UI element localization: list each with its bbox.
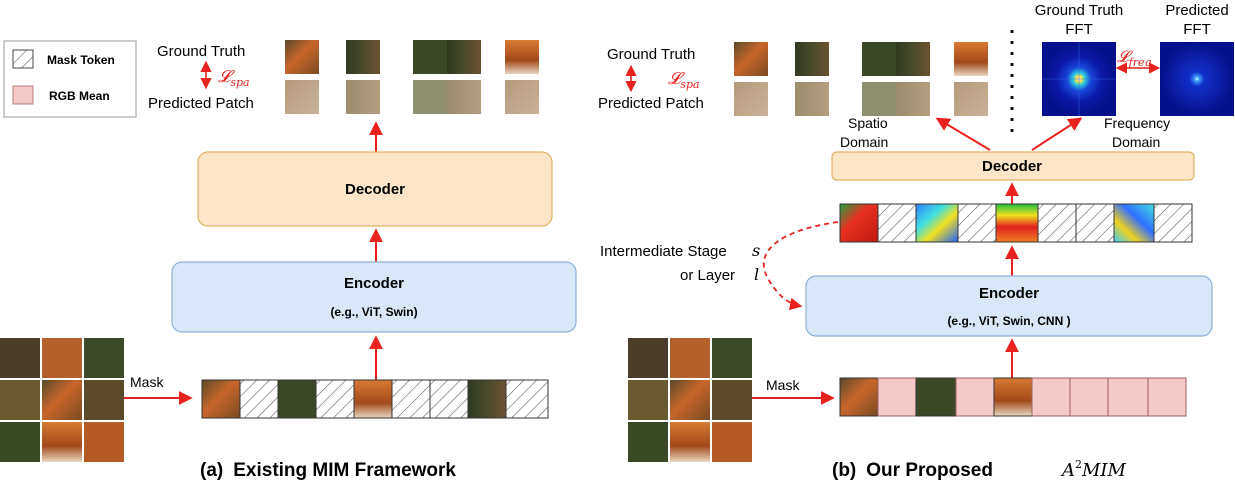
- caption-b: (b)Our Proposed: [832, 460, 993, 481]
- intermediate-dashed-arrow: [763, 221, 839, 311]
- ground-truth-label: Ground Truth: [157, 43, 245, 60]
- intermediate-var-s: s: [752, 241, 760, 260]
- predicted-patch-label-b: Predicted Patch: [598, 95, 704, 112]
- pred-patch: [896, 82, 930, 116]
- decoder-to-frequency-arrow: [1031, 117, 1083, 151]
- decoder-label-b: Decoder: [982, 158, 1042, 175]
- pred-patch: [795, 82, 829, 116]
- gt-patch: [954, 42, 988, 76]
- gt-patch: [862, 42, 896, 76]
- decoder-box-b: [831, 151, 1195, 181]
- gt-patch: [734, 42, 768, 76]
- spa-loss-symbol: 𝓛spa: [218, 67, 250, 89]
- pred-fft-label-1: Predicted: [1165, 2, 1228, 19]
- encoder-box: [171, 261, 577, 333]
- legend: Mask Token RGB Mean: [3, 40, 137, 118]
- ground-truth-label-b: Ground Truth: [607, 46, 695, 63]
- pred-fft-image: [1160, 42, 1234, 116]
- predicted-patch-label: Predicted Patch: [148, 95, 254, 112]
- decoder-box: [197, 151, 553, 227]
- rgb-mean-swatch: [12, 85, 34, 105]
- pred-patch: [346, 80, 380, 114]
- gt-patch: [896, 42, 930, 76]
- gt-patch: [285, 40, 319, 74]
- intermediate-stage-label: Intermediate Stage: [600, 243, 727, 260]
- input-image-grid: [0, 338, 124, 462]
- encoder-sublabel-b: (e.g., ViT, Swin, CNN ): [947, 314, 1070, 328]
- pred-fft-label-2: FFT: [1183, 21, 1211, 38]
- encoder-label: Encoder: [344, 275, 404, 292]
- frequency-domain-label-1: Frequency: [1104, 115, 1170, 131]
- panel-b: Ground Truth Predicted Patch 𝓛spa Ground…: [598, 2, 1234, 481]
- legend-mask-token: Mask Token: [47, 53, 115, 67]
- gt-patch: [413, 40, 447, 74]
- mask-token-swatch: [12, 49, 34, 69]
- mask-label: Mask: [130, 374, 164, 390]
- spatio-domain-label-1: Spatio: [848, 115, 888, 131]
- gt-patch: [505, 40, 539, 74]
- encoder-box-b: [805, 275, 1213, 337]
- pred-patch: [447, 80, 481, 114]
- token-sequence-b: [839, 377, 1187, 417]
- gt-patch: [795, 42, 829, 76]
- freq-loss-symbol: 𝓛freq: [1117, 47, 1152, 69]
- or-layer-label: or Layer: [680, 267, 735, 284]
- caption-a: (a)Existing MIM Framework: [200, 460, 456, 481]
- gt-patch: [346, 40, 380, 74]
- frequency-domain-label-2: Domain: [1112, 134, 1160, 150]
- intermediate-var-l: l: [754, 265, 759, 284]
- pred-patch: [862, 82, 896, 116]
- input-image-grid-b: [628, 338, 752, 462]
- gt-fft-label-2: FFT: [1065, 21, 1093, 38]
- spa-loss-symbol-b: 𝓛spa: [668, 69, 700, 91]
- gt-patch: [447, 40, 481, 74]
- gt-fft-label-1: Ground Truth: [1035, 2, 1123, 19]
- pred-patch: [413, 80, 447, 114]
- pred-patch: [734, 82, 768, 116]
- spatio-domain-label-2: Domain: [840, 134, 888, 150]
- decoder-to-spatio-arrow: [935, 117, 991, 151]
- token-sequence: [201, 379, 549, 419]
- legend-rgb-mean: RGB Mean: [49, 89, 110, 103]
- encoder-label-b: Encoder: [979, 285, 1039, 302]
- decoder-label: Decoder: [345, 181, 405, 198]
- caption-b-math: A2MIM: [1060, 458, 1127, 481]
- mask-label-b: Mask: [766, 377, 800, 393]
- feature-map-sequence: [839, 203, 1193, 243]
- pred-patch: [505, 80, 539, 114]
- pred-patch: [285, 80, 319, 114]
- pred-patch: [954, 82, 988, 116]
- encoder-sublabel: (e.g., ViT, Swin): [330, 305, 417, 319]
- panel-a: Ground Truth Predicted Patch 𝓛spa Decode…: [0, 40, 577, 481]
